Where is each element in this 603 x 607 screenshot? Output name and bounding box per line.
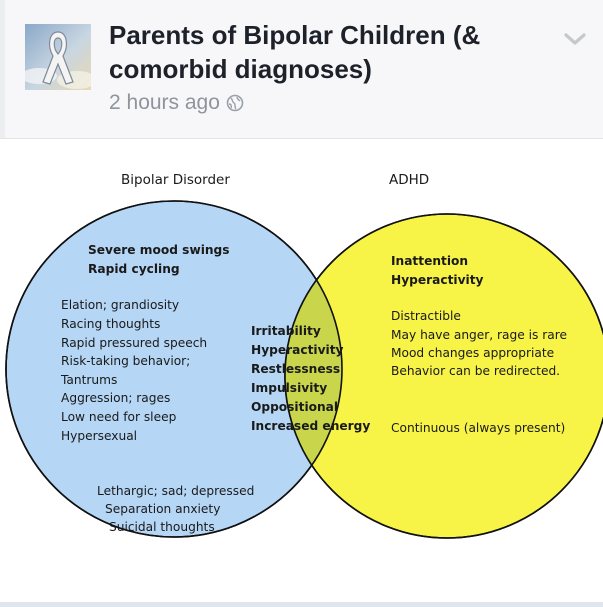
venn-diagram: Bipolar Disorder ADHD Severe mood swings… (5, 172, 603, 539)
globe-icon (226, 94, 244, 112)
overlap-item-1: Irritability (251, 324, 321, 338)
left-border (0, 0, 5, 138)
awareness-ribbon-icon (25, 24, 91, 90)
left-bottom-3: Suicidal thoughts (109, 520, 215, 534)
left-item-5: Tantrums (60, 373, 117, 387)
right-item-4: Behavior can be redirected. (391, 364, 560, 378)
timestamp[interactable]: 2 hours ago (109, 91, 220, 114)
left-item-7: Low need for sleep (61, 410, 177, 424)
overlap-item-3: Restlessness (251, 362, 340, 376)
bottom-divider (0, 602, 603, 607)
left-item-8: Hypersexual (61, 429, 137, 443)
left-bottom-1: Lethargic; sad; depressed (97, 484, 254, 498)
left-item-2: Racing thoughts (61, 317, 160, 331)
chevron-down-icon[interactable] (562, 28, 588, 50)
group-name-line2: comorbid diagnoses) (109, 54, 372, 84)
right-item-1: Distractible (391, 309, 461, 323)
right-bold-2: Hyperactivity (391, 273, 484, 287)
left-item-4: Risk-taking behavior; (61, 354, 190, 368)
right-item-2: May have anger, rage is rare (391, 328, 567, 342)
group-name[interactable]: Parents of Bipolar Children (& comorbid … (109, 18, 539, 86)
right-bold-1: Inattention (391, 254, 468, 268)
group-name-line1: Parents of Bipolar Children (& (109, 20, 481, 50)
adhd-title: ADHD (389, 172, 429, 188)
overlap-item-5: Oppositional (251, 400, 338, 414)
overlap-item-4: Impulsivity (251, 381, 327, 395)
left-bottom-2: Separation anxiety (105, 502, 220, 516)
left-item-1: Elation; grandiosity (61, 298, 179, 312)
right-bottom: Continuous (always present) (391, 421, 565, 435)
post-meta: 2 hours ago (109, 91, 244, 115)
bipolar-title: Bipolar Disorder (121, 172, 230, 188)
left-item-3: Rapid pressured speech (61, 336, 207, 350)
left-item-6: Aggression; rages (61, 391, 170, 405)
group-avatar[interactable] (25, 24, 91, 90)
left-bold-1: Severe mood swings (88, 243, 230, 257)
left-bold-2: Rapid cycling (88, 262, 180, 276)
right-item-3: Mood changes appropriate (391, 346, 554, 360)
overlap-item-6: Increased energy (251, 419, 370, 433)
overlap-item-2: Hyperactivity (251, 343, 344, 357)
post-header: Parents of Bipolar Children (& comorbid … (0, 0, 603, 139)
